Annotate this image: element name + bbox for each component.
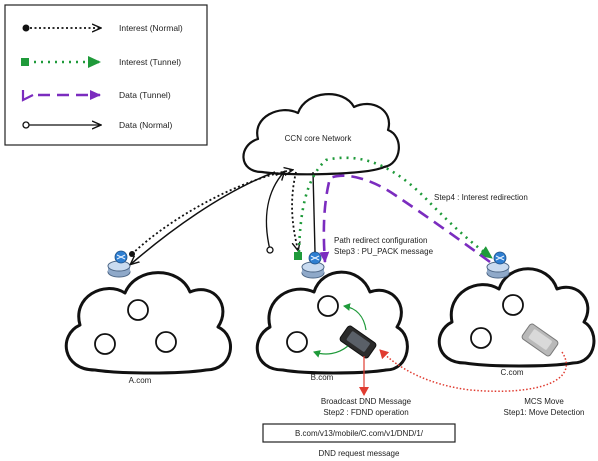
b-domain-label: B.com (311, 373, 334, 382)
core-network-label: CCN core Network (285, 134, 353, 143)
mobile-device-c (521, 323, 559, 357)
b-node-left (286, 331, 308, 353)
router-icon-b (301, 251, 325, 279)
a-cloud-shape (64, 271, 232, 375)
interest-tunnel-start-square-b (294, 252, 302, 260)
dnd-name-text: B.com/v13/mobile/C.com/v1/DND/1/ (295, 429, 424, 438)
interest-tunnel-b-to-c (297, 156, 493, 260)
dnd-request-box: B.com/v13/mobile/C.com/v1/DND/1/ (262, 423, 456, 443)
data-normal-core-to-a (131, 171, 276, 264)
a-node-top (127, 299, 149, 321)
mcs-move-label: MCS Move (524, 397, 564, 406)
router-icon-a (107, 250, 131, 278)
interest-normal-start-dot (22, 24, 30, 32)
domain-cloud-a: A.com (64, 271, 232, 385)
broadcast-label: Broadcast DND Message (321, 397, 412, 406)
legend-label-interest-normal: Interest (Normal) (119, 23, 183, 33)
c-domain-label: C.com (500, 368, 523, 377)
c-node-left (470, 327, 492, 349)
step4-label: Step4 : Interest redirection (434, 193, 528, 202)
data-normal-b-vertical (312, 171, 316, 253)
interest-normal-core-to-b (291, 171, 298, 250)
step1-label: Step1: Move Detection (504, 408, 585, 417)
legend-label-data-tunnel: Data (Tunnel) (119, 90, 171, 100)
legend-item-data-tunnel: Data (Tunnel) (21, 90, 171, 102)
b-cloud-shape (255, 270, 409, 375)
b-local-arrow-up (343, 303, 367, 331)
legend-label-data-normal: Data (Normal) (119, 120, 173, 130)
a-domain-label: A.com (129, 376, 152, 385)
data-normal-start-ring (22, 121, 30, 129)
legend-label-interest-tunnel: Interest (Tunnel) (119, 57, 181, 67)
b-local-arrow-left (313, 345, 349, 358)
path-redirect-label: Path redirect configuration (334, 236, 427, 245)
b-node-top (317, 295, 339, 317)
legend-item-interest-tunnel: Interest (Tunnel) (21, 56, 181, 68)
c-node-top (502, 294, 524, 316)
step3-label: Step3 : PU_PACK message (334, 247, 434, 256)
dnd-name-box (262, 423, 456, 443)
router-icon-c (486, 251, 510, 279)
a-node-left (94, 333, 116, 355)
legend-box (4, 4, 208, 146)
interest-tunnel-start-square (21, 58, 29, 66)
ccn-core-cloud: CCN core Network (242, 93, 400, 176)
core-cloud-shape (242, 93, 400, 176)
data-tunnel-c-to-b (319, 174, 491, 264)
a-node-right (155, 331, 177, 353)
dnd-caption: DND request message (319, 449, 400, 458)
domain-cloud-b: B.com (255, 270, 409, 382)
legend-item-interest-normal: Interest (Normal) (22, 23, 183, 33)
mobile-device-b (339, 325, 377, 359)
c-cloud-shape (437, 267, 596, 368)
move-detection-path (379, 349, 568, 392)
step2-label: Step2 : FDND operation (323, 408, 408, 417)
domain-cloud-c: C.com (437, 267, 596, 377)
legend-item-data-normal: Data (Normal) (22, 120, 173, 130)
data-normal-b-to-core (265, 172, 284, 250)
data-tunnel-start-bracket (21, 90, 34, 102)
legend: Interest (Normal) Interest (Tunnel) Data… (4, 4, 208, 146)
